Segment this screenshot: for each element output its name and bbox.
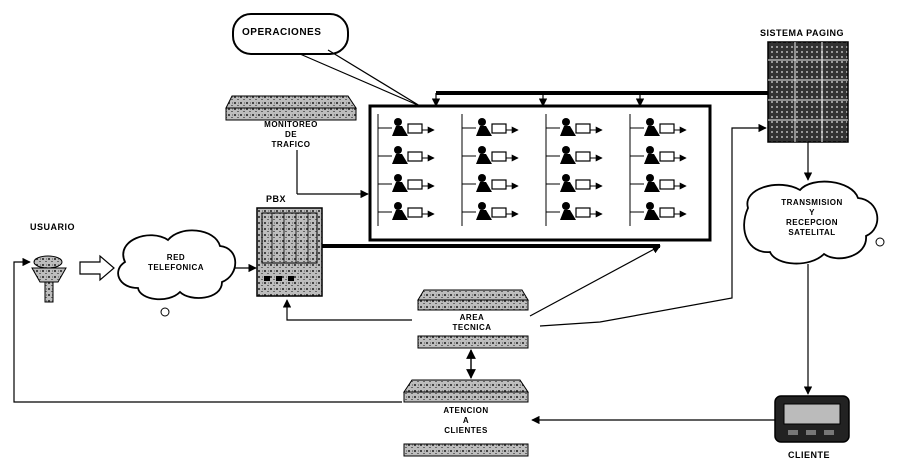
transmision-line-1: TRANSMISION	[781, 198, 843, 208]
atencion-line-1: ATENCION	[443, 406, 488, 416]
monitoreo-slab	[226, 96, 356, 120]
area-line-1: AREA	[452, 313, 491, 323]
monitoreo-line-1: MONITOREO	[264, 120, 318, 130]
pbx-label: PBX	[266, 194, 286, 204]
pbx-cabinet-icon	[257, 208, 322, 296]
area-line-2: TECNICA	[452, 323, 491, 333]
area-tecnica-label: AREA TECNICA	[452, 313, 491, 333]
transmision-label: TRANSMISION Y RECEPCION SATELITAL	[781, 198, 843, 238]
atencion-label: ATENCION A CLIENTES	[443, 406, 488, 436]
monitoreo-label: MONITOREO DE TRAFICO	[264, 120, 318, 150]
red-line-2: TELEFONICA	[148, 263, 204, 273]
red-line-1: RED	[148, 253, 204, 263]
cliente-label: CLIENTE	[788, 450, 830, 460]
paging-tower-icon	[768, 42, 848, 142]
operator-panel	[370, 106, 710, 240]
atencion-line-3: CLIENTES	[443, 426, 488, 436]
tecnica-to-panel	[530, 246, 660, 316]
tecnica-to-pbx	[287, 300, 412, 320]
monitoreo-line-2: DE	[264, 130, 318, 140]
phone-icon	[32, 256, 66, 302]
usuario-arrow	[80, 256, 114, 280]
pager-icon	[775, 396, 849, 442]
red-telefonica-label: RED TELEFONICA	[148, 253, 204, 273]
atencion-line-2: A	[443, 416, 488, 426]
monitoreo-line-3: TRAFICO	[264, 140, 318, 150]
operaciones-label: OPERACIONES	[242, 27, 321, 38]
transmision-line-2: Y	[781, 208, 843, 218]
transmision-line-4: SATELITAL	[781, 228, 843, 238]
usuario-label: USUARIO	[30, 222, 75, 232]
sistema-paging-label: SISTEMA PAGING	[760, 28, 844, 38]
transmision-line-3: RECEPCION	[781, 218, 843, 228]
red-telefonica-cloud	[118, 230, 235, 316]
